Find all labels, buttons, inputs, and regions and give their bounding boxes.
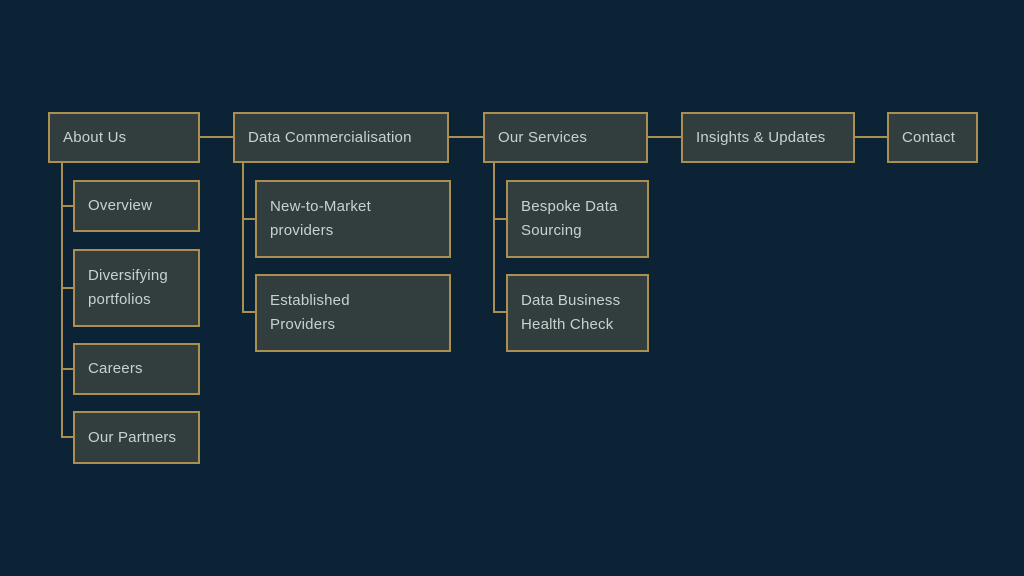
node-label: Data Business Health Check bbox=[521, 292, 621, 333]
connector-services-trunk bbox=[493, 163, 495, 313]
node-label: Our Partners bbox=[88, 428, 177, 446]
connector-stub-careers bbox=[61, 368, 73, 370]
connector-stub-newtomarket bbox=[242, 218, 255, 220]
node-label: Careers bbox=[88, 360, 143, 377]
connector-stub-overview bbox=[61, 205, 73, 207]
connector-aboutus-trunk bbox=[61, 163, 63, 438]
node-label: Data Commercialisation bbox=[248, 128, 412, 146]
connector-stub-bespoke bbox=[493, 218, 506, 220]
connector-aboutus-datacomm bbox=[200, 136, 233, 138]
node-label: Established Providers bbox=[270, 292, 350, 333]
connector-datacomm-services bbox=[449, 136, 483, 138]
node-label: About Us bbox=[63, 128, 127, 146]
node-label: Diversifying portfolios bbox=[88, 267, 168, 308]
node-label: Insights & Updates bbox=[696, 128, 826, 146]
sitemap-node-insights-updates: Insights & Updates bbox=[681, 112, 855, 163]
connector-stub-partners bbox=[61, 436, 73, 438]
connector-stub-established bbox=[242, 311, 255, 313]
sitemap-node-diversifying-portfolios: Diversifying portfolios bbox=[73, 249, 200, 327]
sitemap-node-contact: Contact bbox=[887, 112, 978, 163]
connector-datacomm-trunk bbox=[242, 163, 244, 313]
node-label: New-to-Market providers bbox=[270, 198, 371, 239]
connector-stub-healthcheck bbox=[493, 311, 506, 313]
sitemap-node-bespoke-data-sourcing: Bespoke Data Sourcing bbox=[506, 180, 649, 258]
connector-services-insights bbox=[648, 136, 681, 138]
node-label: Bespoke Data Sourcing bbox=[521, 198, 618, 239]
sitemap-node-careers: Careers bbox=[73, 343, 200, 395]
node-label: Overview bbox=[88, 197, 153, 214]
connector-insights-contact bbox=[855, 136, 887, 138]
sitemap-node-our-services: Our Services bbox=[483, 112, 648, 163]
node-label: Our Services bbox=[498, 128, 588, 146]
node-label: Contact bbox=[902, 128, 956, 146]
connector-stub-diversifying bbox=[61, 287, 73, 289]
sitemap-node-our-partners: Our Partners bbox=[73, 411, 200, 464]
sitemap-node-established-providers: Established Providers bbox=[255, 274, 451, 352]
sitemap-node-new-to-market-providers: New-to-Market providers bbox=[255, 180, 451, 258]
sitemap-node-overview: Overview bbox=[73, 180, 200, 232]
sitemap-node-data-commercialisation: Data Commercialisation bbox=[233, 112, 449, 163]
sitemap-node-about-us: About Us bbox=[48, 112, 200, 163]
sitemap-node-data-business-health-check: Data Business Health Check bbox=[506, 274, 649, 352]
